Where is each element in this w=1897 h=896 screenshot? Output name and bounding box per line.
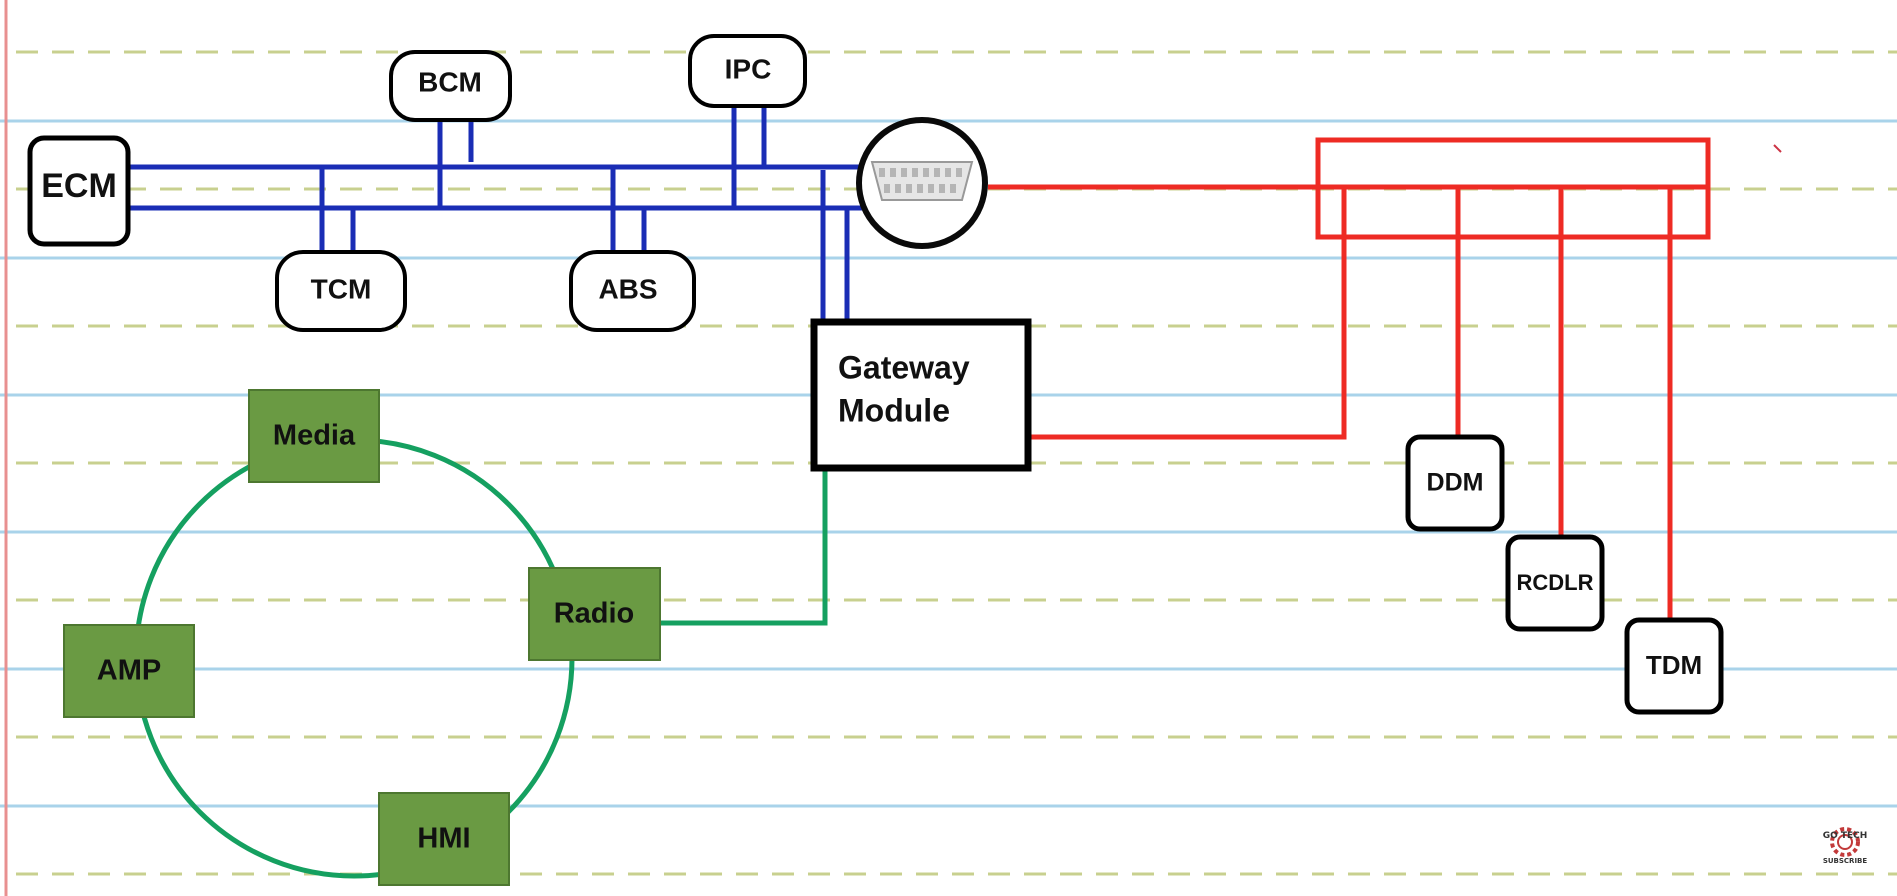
gateway-label-line2: Module	[838, 392, 950, 428]
gateway-label-line1: Gateway	[838, 349, 970, 385]
module-ipc[interactable]: IPC	[688, 34, 807, 108]
module-hmi[interactable]: HMI	[378, 792, 510, 886]
module-rcdlr-label: RCDLR	[1517, 570, 1594, 595]
module-amp-label: AMP	[97, 655, 161, 687]
obd-connector[interactable]	[856, 117, 988, 249]
module-bcm[interactable]: BCM	[389, 50, 512, 122]
stray-mark	[1773, 144, 1782, 153]
module-ecm[interactable]: ECM	[27, 135, 131, 247]
module-tcm-label: TCM	[311, 273, 372, 304]
red-bus	[988, 137, 1711, 620]
module-ecm-label: ECM	[41, 167, 117, 205]
watermark-brand: GO TECH	[1823, 831, 1868, 841]
module-ddm-label: DDM	[1427, 469, 1484, 497]
watermark[interactable]: GO TECH SUBSCRIBE	[1823, 827, 1868, 865]
module-radio[interactable]: Radio	[528, 567, 661, 661]
gear-icon	[1830, 827, 1860, 857]
watermark-cta: SUBSCRIBE	[1823, 857, 1868, 865]
module-abs-label: ABS	[598, 273, 657, 304]
module-ddm[interactable]: DDM	[1405, 434, 1505, 532]
module-tdm-label: TDM	[1646, 650, 1702, 680]
module-bcm-label: BCM	[418, 66, 482, 97]
blue-bus	[130, 106, 868, 322]
obd-connector-icon	[870, 161, 974, 201]
module-media[interactable]: Media	[248, 389, 380, 483]
module-radio-label: Radio	[554, 598, 635, 630]
module-tcm[interactable]: TCM	[275, 250, 407, 332]
module-tdm[interactable]: TDM	[1624, 617, 1724, 715]
gateway-module[interactable]: Gateway Module	[810, 318, 1032, 472]
module-abs[interactable]: ABS	[569, 250, 696, 332]
module-amp[interactable]: AMP	[63, 624, 195, 718]
module-media-label: Media	[273, 420, 356, 452]
module-hmi-label: HMI	[417, 823, 470, 855]
module-rcdlr[interactable]: RCDLR	[1505, 534, 1605, 632]
module-ipc-label: IPC	[725, 53, 772, 84]
